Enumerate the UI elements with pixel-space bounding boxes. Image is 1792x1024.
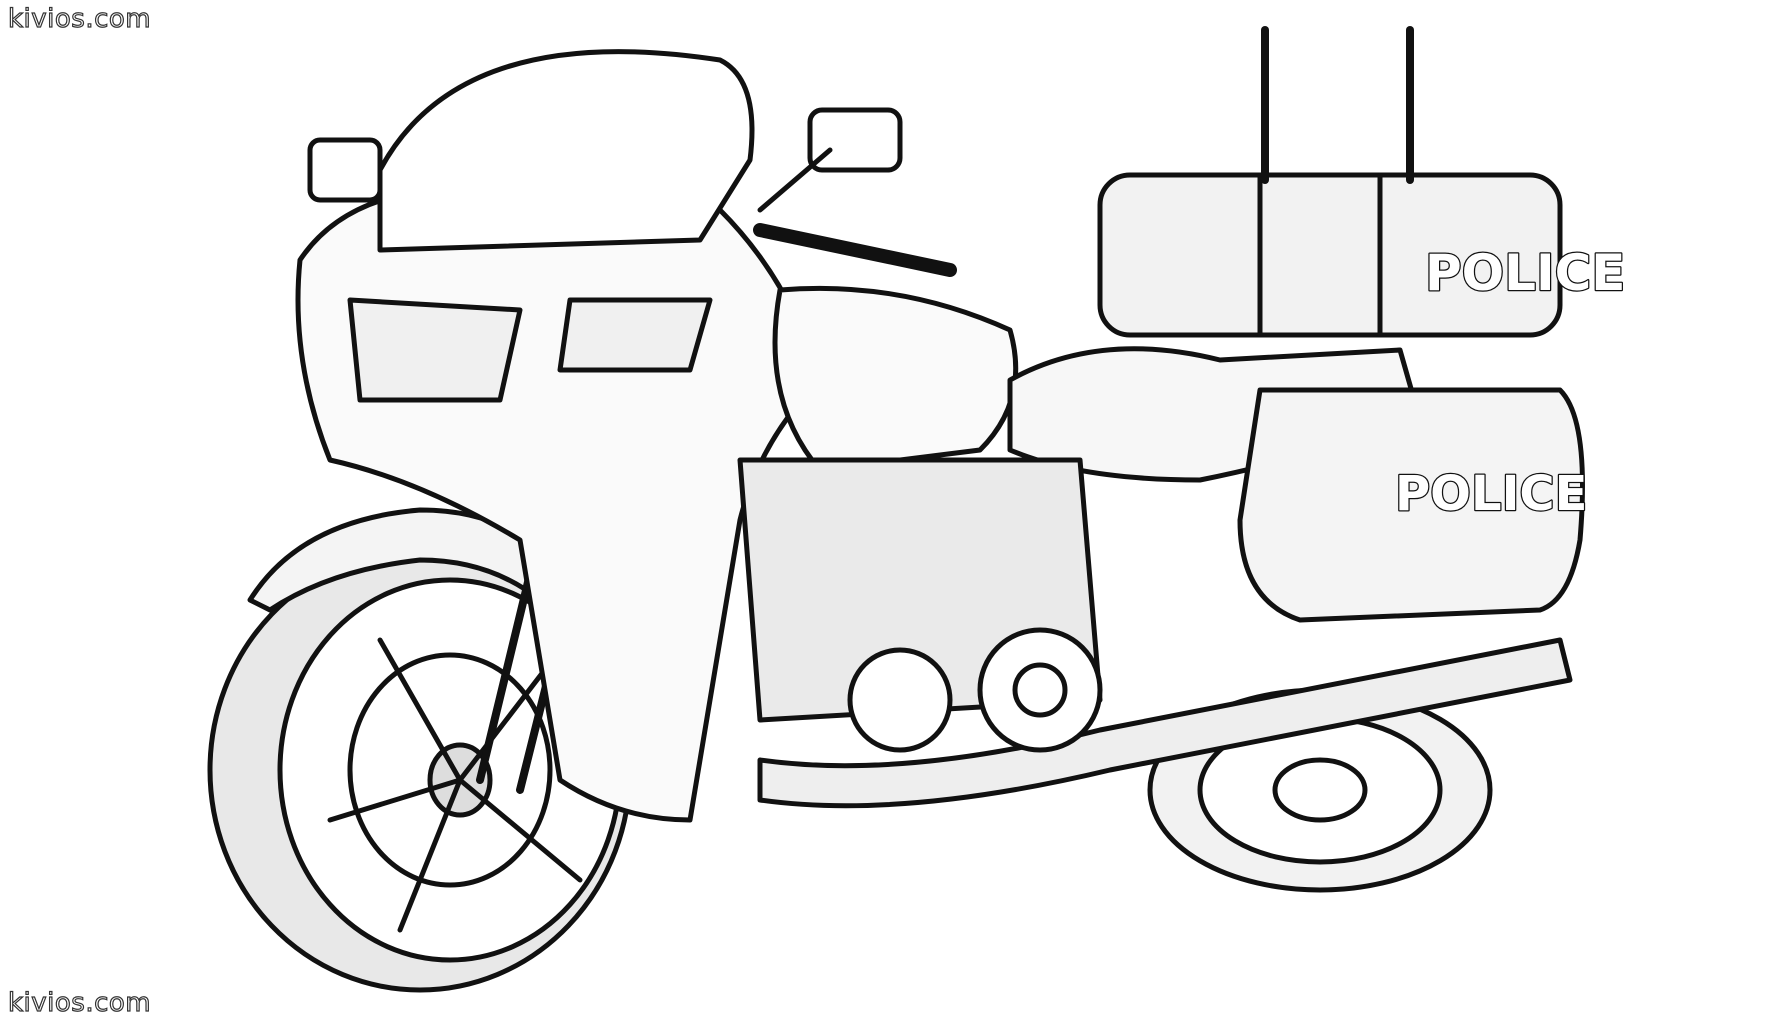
saddlebag: POLICE	[1237, 387, 1589, 623]
exhaust-pipe	[757, 637, 1573, 809]
engine	[737, 457, 1103, 753]
mirror-left	[307, 137, 383, 203]
mirror-stem	[757, 147, 833, 213]
police-label-side: POLICE	[1395, 466, 1587, 522]
headlight-right	[557, 297, 713, 373]
headlight-left	[347, 297, 523, 403]
mirror-right	[807, 107, 903, 173]
windshield	[377, 49, 755, 253]
police-label-top: POLICE	[1425, 244, 1625, 302]
handlebar	[753, 223, 957, 277]
fuel-tank	[772, 285, 1019, 473]
top-box: POLICE	[1097, 26, 1627, 338]
watermark-bottom: kivios.com	[7, 987, 152, 1018]
front-wheel	[207, 547, 633, 993]
watermark-top: kivios.com	[7, 3, 152, 34]
